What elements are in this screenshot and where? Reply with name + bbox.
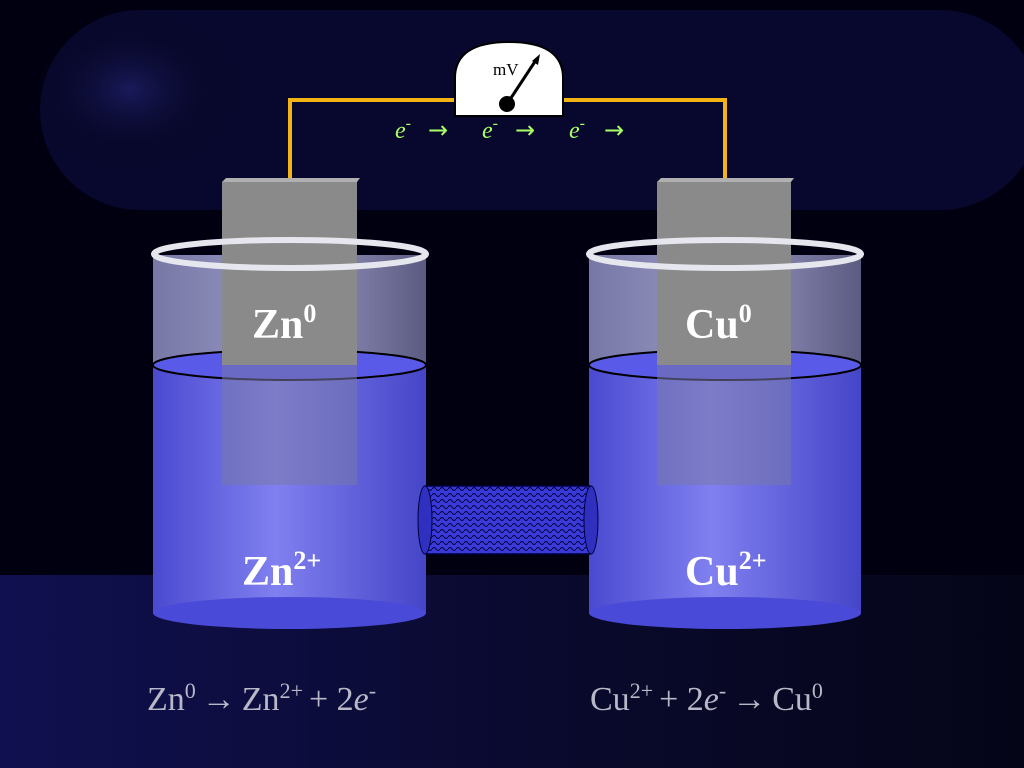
electron-label-1: e- bbox=[395, 115, 411, 144]
right-half-reaction: Cu2++ 2e-→Cu0 bbox=[590, 678, 823, 718]
right-electrode-submerged bbox=[657, 365, 791, 485]
left-half-reaction: Zn0→Zn2++ 2e- bbox=[147, 678, 376, 718]
meter-needle-tip bbox=[532, 54, 540, 65]
external-wire bbox=[288, 98, 727, 180]
left-electrode-submerged bbox=[222, 365, 357, 485]
salt-bridge-right-end bbox=[583, 485, 599, 555]
left-beaker-bottom bbox=[153, 597, 426, 629]
left-ion-label: Zn2+ bbox=[242, 546, 321, 595]
right-beaker: Cu0 Cu2+ bbox=[586, 178, 864, 629]
millivoltmeter: mV bbox=[454, 40, 564, 117]
electron-arrow-3: → bbox=[604, 116, 624, 144]
left-electrode bbox=[222, 182, 357, 365]
salt-bridge bbox=[417, 485, 599, 555]
meter-pivot bbox=[499, 96, 515, 112]
salt-bridge-left-end bbox=[417, 485, 433, 555]
salt-bridge-body bbox=[425, 486, 591, 554]
right-ion-label: Cu2+ bbox=[685, 546, 767, 595]
electron-label-3: e- bbox=[569, 115, 585, 144]
right-beaker-rim bbox=[586, 237, 864, 271]
right-electrode bbox=[657, 182, 791, 365]
left-electrode-top bbox=[222, 178, 360, 182]
left-beaker: Zn0 Zn2+ bbox=[151, 178, 429, 629]
left-electrode-label: Zn0 bbox=[252, 299, 316, 348]
left-beaker-rim bbox=[151, 237, 429, 271]
electron-arrow-2: → bbox=[515, 116, 535, 144]
electron-label-2: e- bbox=[482, 115, 498, 144]
electron-arrow-1: → bbox=[428, 116, 448, 144]
background-glow-spot bbox=[20, 10, 240, 170]
right-beaker-bottom bbox=[589, 597, 861, 629]
meter-unit-label: mV bbox=[493, 60, 519, 79]
meter-needle bbox=[505, 59, 538, 105]
electron-flow-row: e- → e- → e- → bbox=[395, 115, 624, 144]
right-electrode-top bbox=[657, 178, 794, 182]
right-electrode-label: Cu0 bbox=[685, 299, 752, 348]
